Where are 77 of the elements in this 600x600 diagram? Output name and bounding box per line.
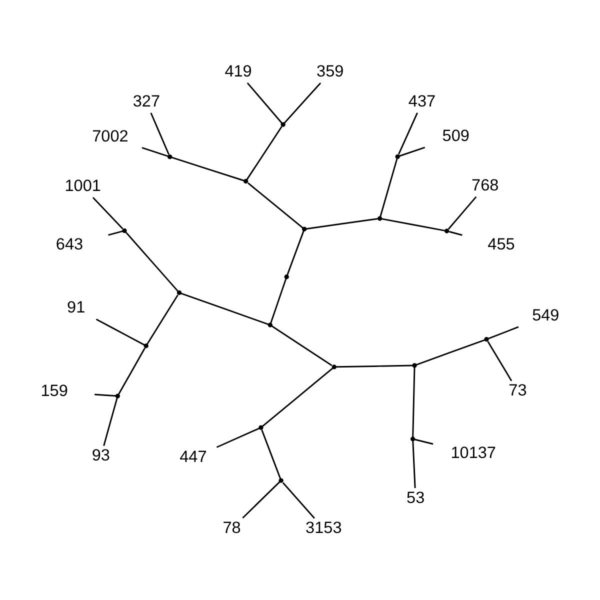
connector (398, 112, 418, 154)
node-point (280, 122, 286, 126)
connector (282, 482, 315, 518)
connector (414, 438, 434, 444)
node-point (176, 290, 182, 295)
node-text: 447 (180, 447, 207, 466)
connector (270, 278, 287, 324)
connector (92, 196, 124, 229)
node-text: 93 (92, 446, 110, 464)
connector (216, 427, 260, 448)
node-point (410, 436, 416, 441)
node-point (122, 228, 127, 233)
node-point (412, 362, 417, 368)
node-text: 437 (408, 92, 436, 110)
node-text: 10137 (450, 444, 496, 462)
connector (448, 196, 477, 230)
node-text: 1001 (64, 176, 101, 194)
connector (180, 292, 269, 325)
connector (271, 324, 332, 366)
connector (150, 112, 170, 154)
node-point (258, 424, 264, 430)
connector (488, 326, 519, 339)
connector (284, 82, 322, 124)
connector (448, 230, 462, 236)
node-point (144, 343, 148, 348)
node-point (395, 154, 400, 158)
connector (416, 338, 485, 365)
node-text: 159 (40, 382, 68, 400)
node-text: 3153 (306, 518, 342, 536)
connector (103, 397, 118, 446)
connector (306, 218, 378, 230)
node-point (444, 228, 450, 233)
node-point (284, 274, 289, 279)
connector (94, 393, 116, 396)
node-text: 327 (132, 92, 160, 110)
connector (125, 230, 178, 292)
connector (399, 146, 426, 156)
connector (146, 294, 178, 344)
node-point (268, 322, 272, 327)
node-point (302, 226, 307, 231)
connector (142, 146, 168, 156)
connector (246, 126, 282, 180)
connector (381, 218, 446, 231)
connector (412, 440, 416, 488)
node-point (115, 393, 120, 398)
node-text: 455 (488, 235, 515, 254)
node-text: 7002 (92, 127, 128, 146)
node-text: 419 (224, 62, 252, 80)
connector (247, 182, 304, 228)
connector (412, 366, 416, 436)
connector (262, 366, 334, 426)
node-point (484, 336, 489, 342)
connector (118, 347, 146, 394)
connector (171, 156, 244, 181)
node-text: 73 (508, 380, 527, 399)
node-text: 768 (472, 176, 499, 194)
node-text: 643 (56, 235, 84, 254)
connector (96, 318, 145, 346)
node-point (378, 216, 382, 220)
node-text: 359 (316, 62, 344, 80)
node-point (244, 178, 248, 184)
node-text: 78 (222, 518, 241, 536)
connector (242, 480, 280, 518)
node-point (332, 364, 336, 369)
node-text: 53 (406, 488, 425, 507)
node-text: 509 (442, 126, 470, 144)
node-point (168, 154, 172, 159)
connector (286, 230, 304, 275)
connector (487, 340, 512, 381)
node-point (278, 478, 284, 482)
connector (336, 364, 413, 368)
connector (246, 82, 283, 124)
connector (261, 429, 282, 479)
node-text: 549 (532, 306, 560, 324)
connector (108, 230, 123, 236)
node-text: 91 (67, 298, 86, 316)
connector (380, 158, 398, 216)
